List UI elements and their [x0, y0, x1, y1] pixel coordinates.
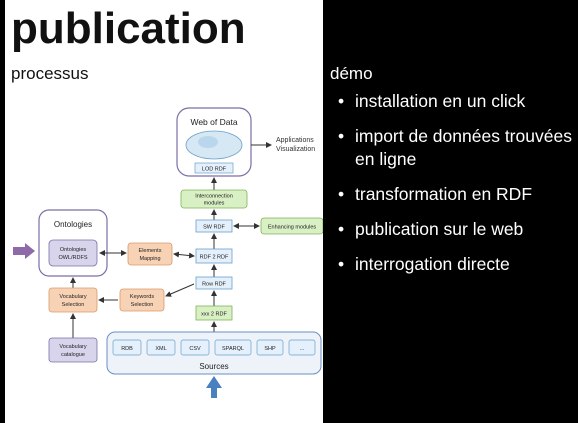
vocab-selection-label-2: Selection — [62, 302, 85, 308]
source-sparql-box — [214, 339, 252, 356]
modules-label: modules — [204, 201, 225, 207]
source-xml-label: XML — [155, 346, 166, 352]
ontologies-owl-label-1: Ontologies — [60, 247, 87, 253]
rdf2rdf-label: RDF 2 RDF — [200, 255, 229, 261]
demo-heading: démo — [330, 64, 373, 83]
slide-title: publication — [11, 4, 246, 53]
xxx2rdf-label: xxx 2 RDF — [201, 312, 227, 318]
rdf2rdf-box — [195, 248, 233, 264]
lod-rdf-box — [194, 162, 234, 174]
vocab-selection-box — [48, 287, 98, 313]
bullet-item: interrogation directe — [330, 253, 576, 276]
ontologies-title: Ontologies — [54, 220, 92, 229]
process-diagram: Web of Data LOD RDF Applications Visuali… — [13, 107, 323, 398]
sources-title: Sources — [199, 362, 228, 371]
keywords-label: Keywords — [130, 294, 154, 300]
ontologies-owl-label-2: OWL/RDFS — [58, 255, 87, 261]
interconnection-label: Interconnection — [195, 194, 233, 200]
source-sparql-label: SPARQL — [222, 346, 244, 352]
row-rdf-label: Row RDF — [202, 282, 226, 288]
source-more-label: ... — [300, 346, 305, 352]
bullet-item: transformation en RDF — [330, 183, 576, 206]
source-shp-box — [256, 339, 284, 356]
vocab-selection-label-1: Vocabulary — [59, 294, 86, 300]
ontologies-owl-box — [48, 239, 98, 267]
source-csv-label: CSV — [189, 346, 201, 352]
visualization-label: Visualization — [276, 146, 315, 153]
keywords-selection-label: Selection — [131, 302, 154, 308]
elements-mapping-box — [127, 242, 173, 266]
interconnection-box — [180, 189, 248, 209]
vocab-catalogue-label-2: catalogue — [61, 352, 85, 358]
process-heading: processus — [11, 64, 89, 83]
applications-label: Applications — [276, 137, 314, 144]
sw-rdf-box — [195, 219, 233, 233]
source-xml-box — [146, 339, 176, 356]
right-panel: démo installation en un click import de … — [330, 64, 576, 288]
bullet-item: publication sur le web — [330, 218, 576, 241]
vocab-catalogue-label-1: Vocabulary — [59, 344, 86, 350]
keywords-selection-box — [119, 288, 165, 312]
lod-rdf-label: LOD RDF — [202, 167, 227, 173]
source-more-box — [288, 339, 316, 356]
web-of-data-label: Web of Data — [190, 117, 237, 127]
vocab-catalogue-box — [48, 337, 98, 363]
lod-cloud-inner-icon — [198, 136, 218, 148]
mapping-label: Mapping — [139, 256, 160, 262]
bullet-item: installation en un click — [330, 90, 576, 113]
xxx2rdf-box — [195, 305, 233, 321]
arrow-rowrdf-to-keywords — [165, 283, 195, 297]
source-rdb-box — [112, 339, 142, 356]
source-rdb-label: RDB — [121, 346, 133, 352]
source-shp-label: SHP — [264, 346, 276, 352]
incoming-arrow-icon — [13, 243, 35, 259]
sw-rdf-label: SW RDF — [203, 225, 225, 231]
bullet-item: import de données trouvées en ligne — [330, 125, 576, 171]
arrow-mapping-rdf2rdf — [173, 251, 195, 259]
enhancing-modules-box — [260, 217, 323, 235]
row-rdf-box — [195, 276, 233, 290]
source-csv-box — [180, 339, 210, 356]
input-arrow-icon — [206, 376, 222, 398]
left-panel: publication processus Web of Data LOD RD… — [5, 0, 323, 423]
elements-label: Elements — [139, 248, 162, 254]
enhancing-modules-label: Enhancing modules — [268, 225, 317, 231]
demo-bullet-list: installation en un click import de donné… — [330, 90, 576, 276]
